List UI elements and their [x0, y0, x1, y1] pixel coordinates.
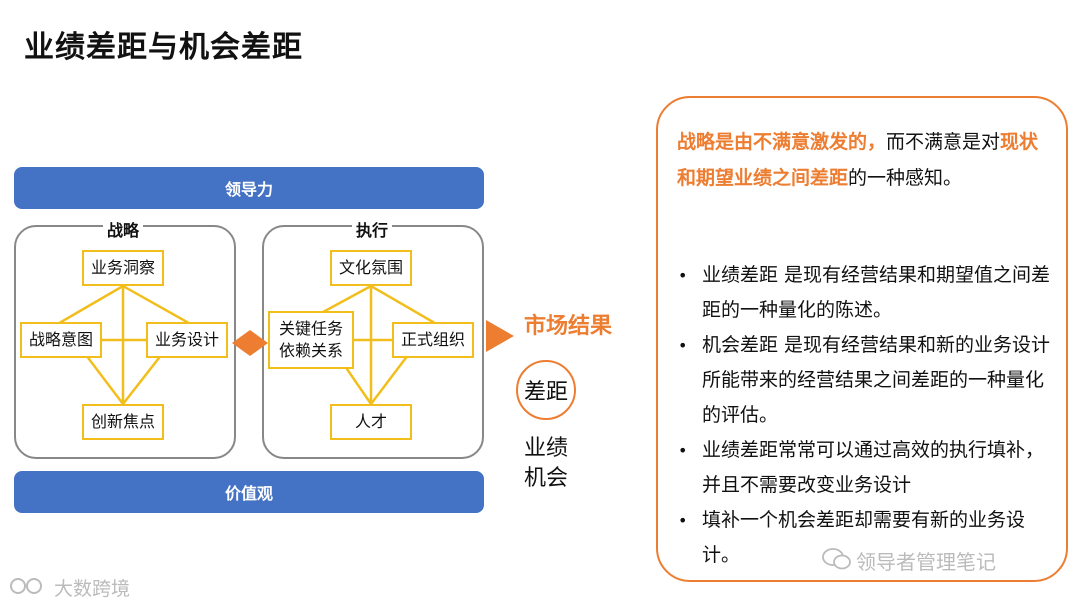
node-key-tasks-line1: 关键任务 [278, 319, 343, 338]
logo-icon [10, 578, 42, 594]
triangle-arrow-icon [486, 320, 514, 352]
gap-circle: 差距 [516, 360, 576, 420]
gap-type-opportunity: 机会 [524, 466, 569, 491]
execution-label: 执行 [352, 217, 393, 241]
wechat-icon [822, 548, 851, 570]
market-result-label: 市场结果 [524, 314, 613, 339]
gap-circle-label: 差距 [523, 380, 568, 405]
intro-highlight-1: 战略是由不满意激发的， [677, 131, 887, 153]
intro-highlight-2: 现状和期望业绩之间差距 [677, 131, 1039, 189]
page-title: 业绩差距与机会差距 [24, 30, 303, 65]
values-bar: 价值观 [14, 471, 484, 513]
intro-text-1: 而不满意是对 [886, 131, 1001, 153]
strategy-label: 战略 [103, 217, 144, 241]
bullet-item: 机会差距 是现有经营结果和新的业务设计所能带来的经营结果之间差距的一种量化的评估… [672, 328, 1056, 433]
gap-type-performance: 业绩 [524, 436, 569, 461]
bullet-item: 业绩差距 是现有经营结果和期望值之间差距的一种量化的陈述。 [672, 258, 1056, 328]
node-culture-climate: 文化氛围 [330, 250, 412, 286]
explanation-bullets: 业绩差距 是现有经营结果和期望值之间差距的一种量化的陈述。 机会差距 是现有经营… [672, 258, 1056, 573]
explanation-box [656, 96, 1068, 582]
node-business-design: 业务设计 [146, 322, 228, 358]
leadership-bar: 领导力 [14, 167, 484, 209]
watermark-left: 大数跨境 [54, 578, 131, 600]
bullet-item: 填补一个机会差距却需要有新的业务设计。 [672, 503, 1056, 573]
bullet-item: 业绩差距常常可以通过高效的执行填补，并且不需要改变业务设计 [672, 433, 1056, 503]
node-business-insight: 业务洞察 [82, 250, 164, 286]
watermark-right: 领导者管理笔记 [856, 550, 996, 574]
node-talent: 人才 [330, 404, 412, 440]
diamond-connector-icon [232, 330, 268, 356]
intro-text-2: 的一种感知。 [848, 167, 963, 189]
explanation-intro: 战略是由不满意激发的，而不满意是对现状和期望业绩之间差距的一种感知。 [677, 124, 1053, 196]
node-formal-organization: 正式组织 [392, 322, 474, 358]
node-strategic-intent: 战略意图 [20, 322, 102, 358]
node-innovation-focus: 创新焦点 [82, 404, 164, 440]
node-key-tasks-line2: 依赖关系 [278, 341, 343, 360]
node-key-tasks: 关键任务 依赖关系 [268, 311, 354, 369]
